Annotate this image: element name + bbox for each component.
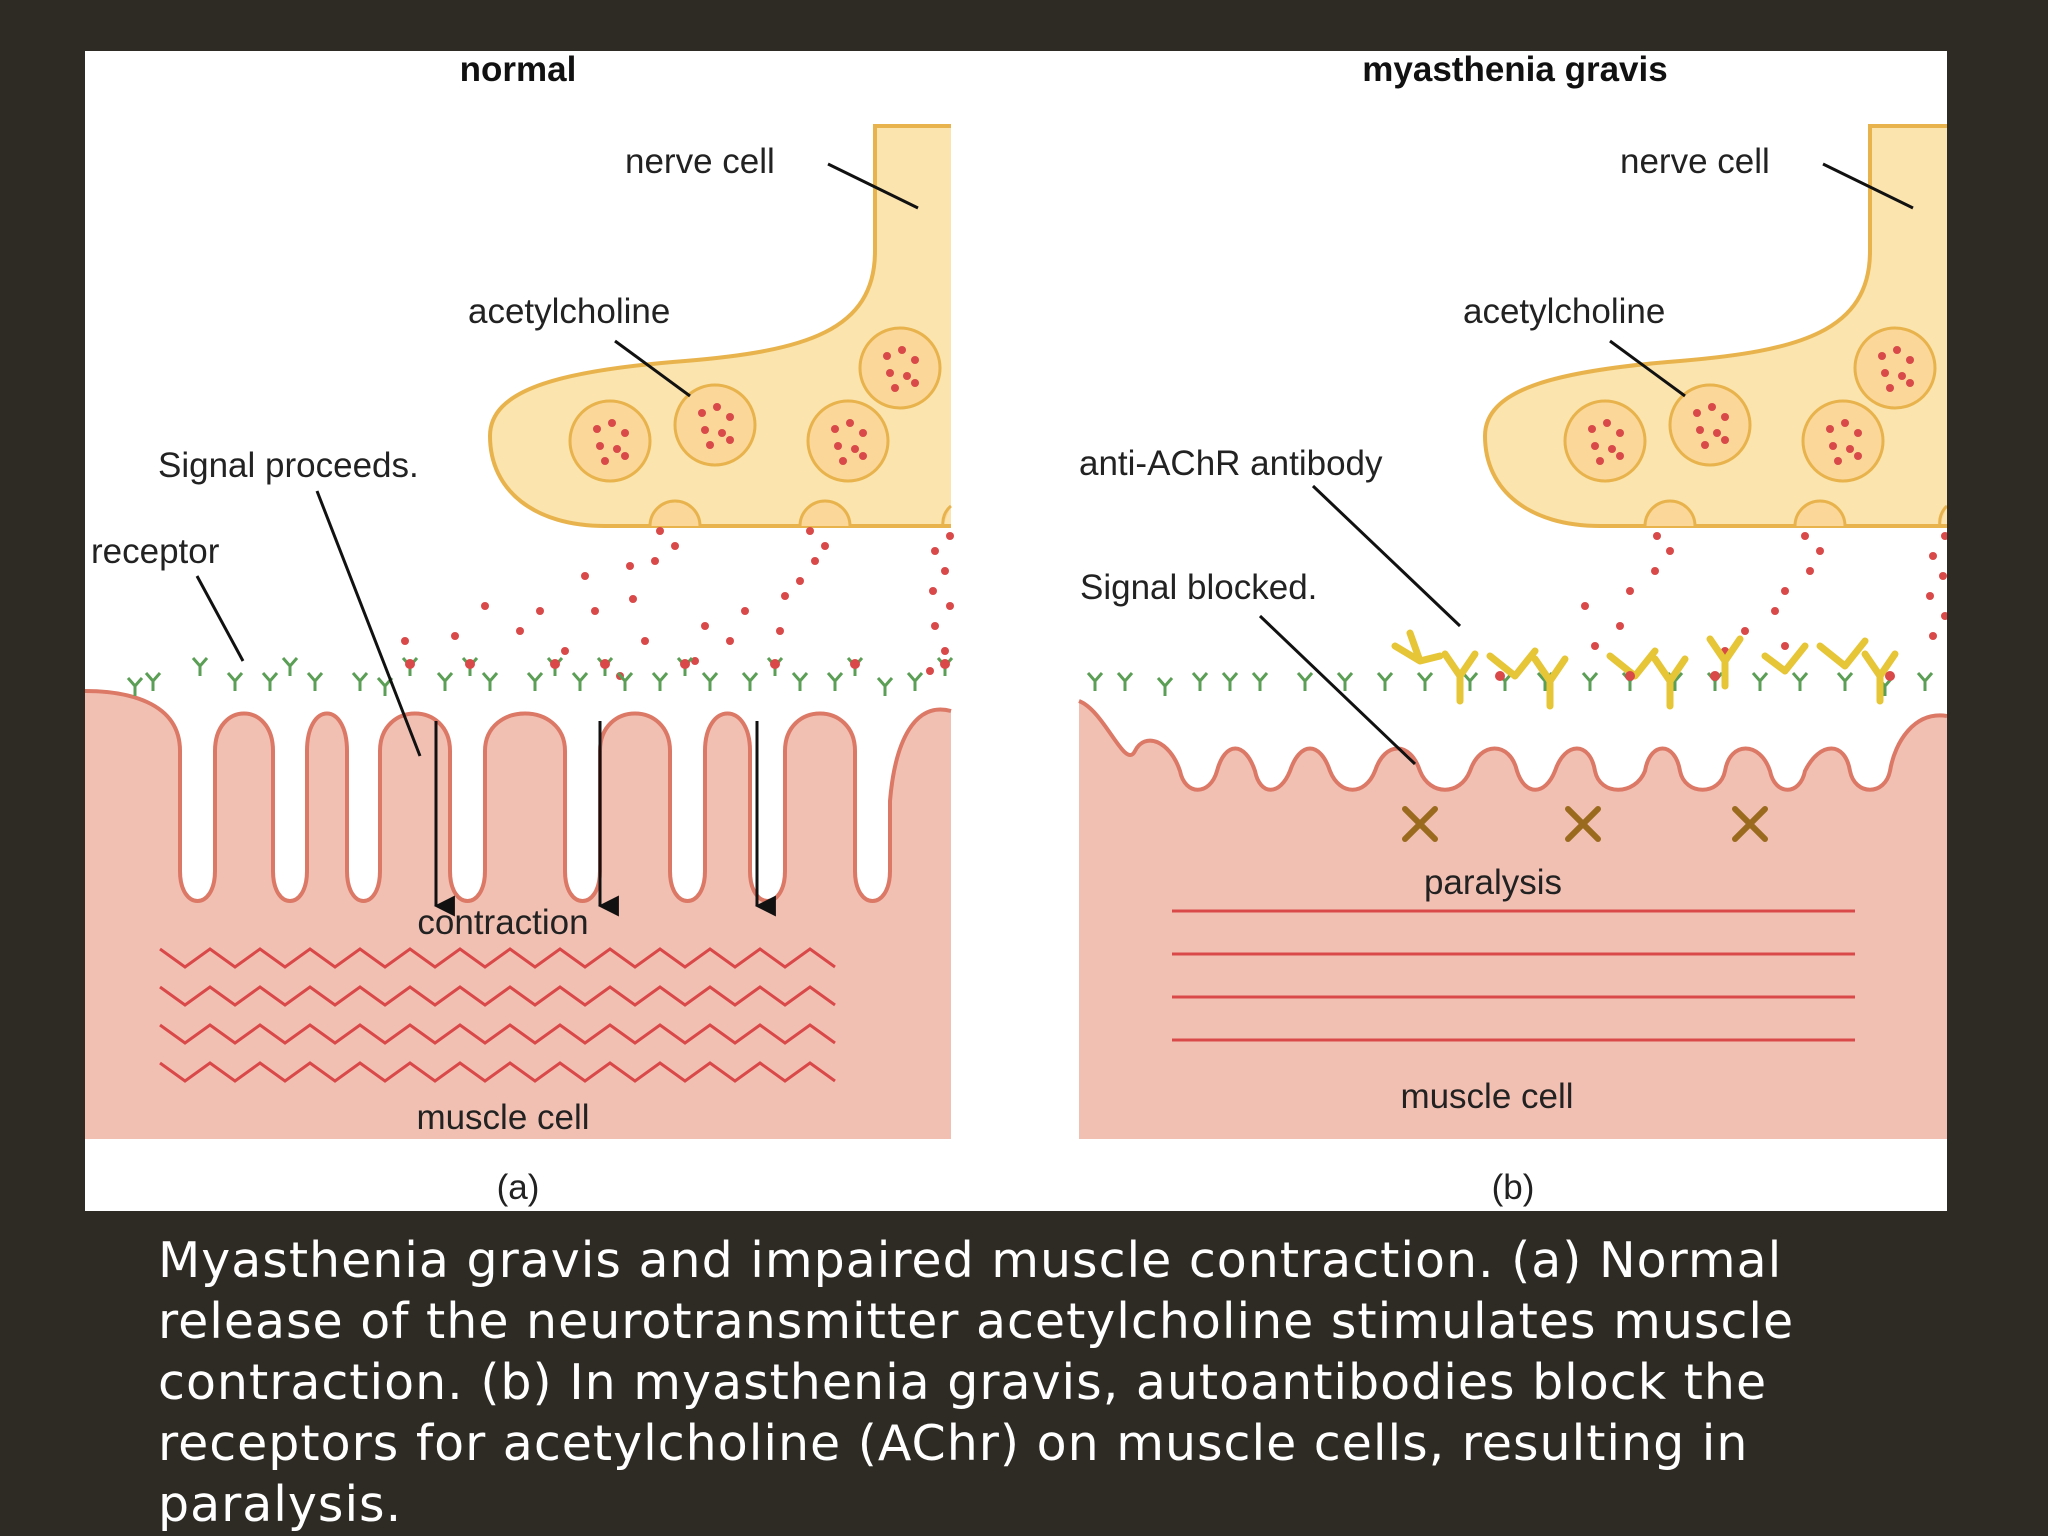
- release-sites-a: [648, 499, 953, 527]
- vesicle-contents-b: [1588, 346, 1914, 465]
- release-sites-b: [1643, 499, 1947, 527]
- acetylcholine-label-a: acetylcholine: [468, 292, 670, 331]
- receptors-a: [126, 657, 954, 696]
- muscle-cell-b: [1079, 701, 1947, 1139]
- vesicle-contents-a: [593, 346, 919, 465]
- acetylcholine-label-b: acetylcholine: [1463, 292, 1665, 331]
- signal-blocked-label: Signal blocked.: [1080, 568, 1317, 607]
- muscle-membrane-b: [1078, 699, 1947, 792]
- vesicles-b: [1563, 326, 1937, 483]
- panel-a: normal: [85, 51, 954, 1207]
- acetylcholine-dots-a: [401, 527, 954, 680]
- paralysis-label: paralysis: [1424, 863, 1562, 902]
- x-mark-icon: [1565, 806, 1601, 842]
- muscle-cell-label-b: muscle cell: [1400, 1077, 1573, 1116]
- nerve-cell-label-a: nerve cell: [625, 142, 775, 181]
- diagram-figure: normal: [85, 51, 1947, 1211]
- panel-a-heading: normal: [460, 51, 577, 89]
- bound-acetylcholine-a: [405, 659, 950, 669]
- paralysis-lines: [1172, 909, 1855, 1042]
- muscle-cell-label-a: muscle cell: [416, 1098, 589, 1137]
- x-mark-icon: [1732, 806, 1768, 842]
- bound-acetylcholine-b: [1495, 671, 1895, 681]
- muscle-membrane-a: [85, 689, 952, 903]
- signal-proceeds-label: Signal proceeds.: [158, 446, 419, 485]
- antibodies: [1391, 629, 1899, 710]
- panel-b: myasthenia gravis: [1078, 51, 1947, 1207]
- contraction-waves: [159, 947, 836, 1083]
- vesicles-a: [568, 326, 942, 483]
- muscle-cell-a: [85, 691, 951, 1139]
- signal-arrows-a: [433, 721, 776, 917]
- x-mark-icon: [1402, 806, 1438, 842]
- panel-a-label: (a): [497, 1168, 540, 1207]
- block-marks: [1402, 806, 1768, 842]
- receptors-b: [1086, 672, 1934, 696]
- figure-caption: Myasthenia gravis and impaired muscle co…: [158, 1232, 1795, 1533]
- receptor-label: receptor: [91, 532, 220, 571]
- panel-b-heading: myasthenia gravis: [1362, 51, 1667, 89]
- antibody-label: anti-AChR antibody: [1079, 444, 1383, 483]
- contraction-label: contraction: [417, 903, 588, 942]
- panel-b-label: (b): [1492, 1168, 1535, 1207]
- acetylcholine-dots-b: [1581, 532, 1947, 655]
- nerve-cell-label-b: nerve cell: [1620, 142, 1770, 181]
